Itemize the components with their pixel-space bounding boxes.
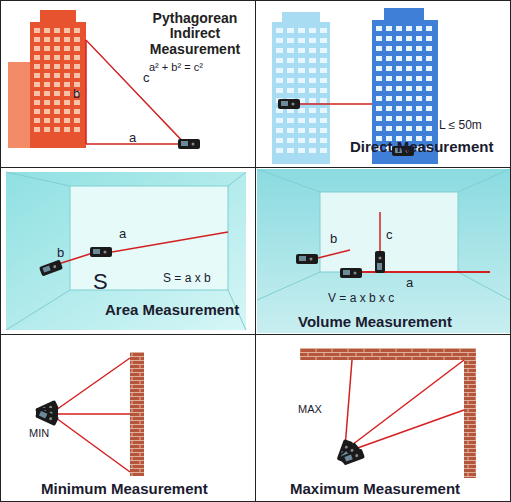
dimension-letter: b	[57, 246, 64, 260]
panel-title: Volume Measurement	[298, 314, 452, 331]
range-note: L ≤ 50m	[439, 119, 482, 132]
formula: S = a x b	[163, 272, 211, 285]
max-label: MAX	[298, 403, 322, 415]
min-label: MIN	[29, 427, 49, 439]
formula: V = a x b x c	[328, 292, 394, 305]
dimension-letter: c	[386, 228, 393, 242]
panel-maximum: MAX Maximum Measurement	[255, 334, 511, 502]
panel-direct: L ≤ 50mDirect Measurement	[255, 0, 511, 168]
dimension-letter: a	[406, 276, 413, 290]
panel-title: Area Measurement	[105, 302, 239, 319]
panel-volume: b c a V = a x b x c Volume Measurement	[255, 167, 511, 335]
area-symbol: S	[93, 270, 108, 294]
dimension-letter: a	[129, 131, 136, 145]
panel-pythagorean: Pythagorean Indirect Measurement a² + b² …	[0, 0, 256, 168]
dimension-letter: a	[119, 227, 126, 241]
panel-area: a bS S = a x b Area Measurement	[0, 167, 256, 335]
panel-title: Minimum Measurement	[41, 481, 208, 498]
panel-title: Pythagorean Indirect Measurement	[139, 11, 251, 57]
formula: a² + b² = c²	[149, 61, 203, 73]
panel-minimum: MIN Minimum Measurement	[0, 334, 256, 502]
dimension-letter: c	[143, 71, 150, 85]
panel-title: Maximum Measurement	[290, 481, 460, 498]
panel-title: Direct Measurement	[350, 139, 493, 156]
dimension-letter: b	[330, 232, 337, 246]
dimension-letter: b	[73, 87, 80, 101]
